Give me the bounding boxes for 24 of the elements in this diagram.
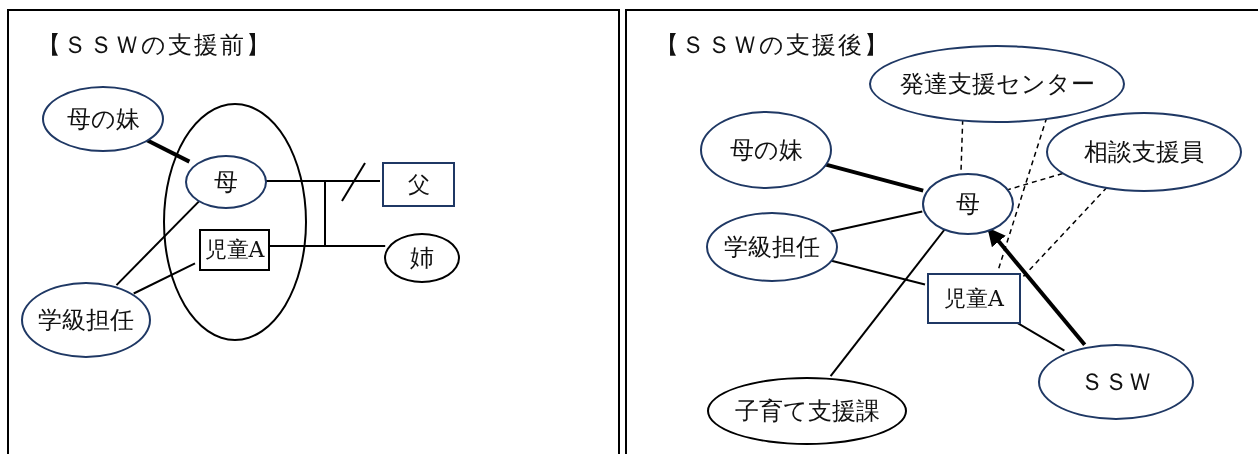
box-node: 児童A (927, 273, 1021, 324)
panel-frame (7, 9, 620, 454)
connector-line (829, 228, 946, 378)
panel-heading: 【ＳＳＷの支援前】 (37, 30, 272, 61)
ellipse-node: 母の妹 (700, 111, 832, 189)
ellipse-node: 母 (922, 173, 1014, 235)
connector-line (1015, 321, 1066, 352)
ellipse-node: 母 (185, 155, 267, 209)
ellipse-node: 相談支援員 (1046, 112, 1242, 192)
ellipse-node: 学級担任 (21, 282, 151, 358)
connector-line (1007, 172, 1064, 191)
box-node: 児童A (199, 229, 270, 271)
connector-line (115, 199, 201, 287)
ellipse-node: 姉 (384, 233, 460, 283)
panel-frame (625, 9, 1258, 454)
ellipse-node: 子育て支援課 (707, 377, 907, 445)
box-node: 父 (382, 162, 455, 207)
arrow (986, 227, 1087, 347)
connector-line (830, 210, 924, 233)
family-ellipse (163, 103, 307, 341)
ellipse-node: ＳＳＷ (1038, 344, 1194, 420)
ellipse-node: 学級担任 (706, 212, 838, 282)
ellipse-node: 母の妹 (42, 86, 164, 152)
connector-line (132, 262, 196, 295)
